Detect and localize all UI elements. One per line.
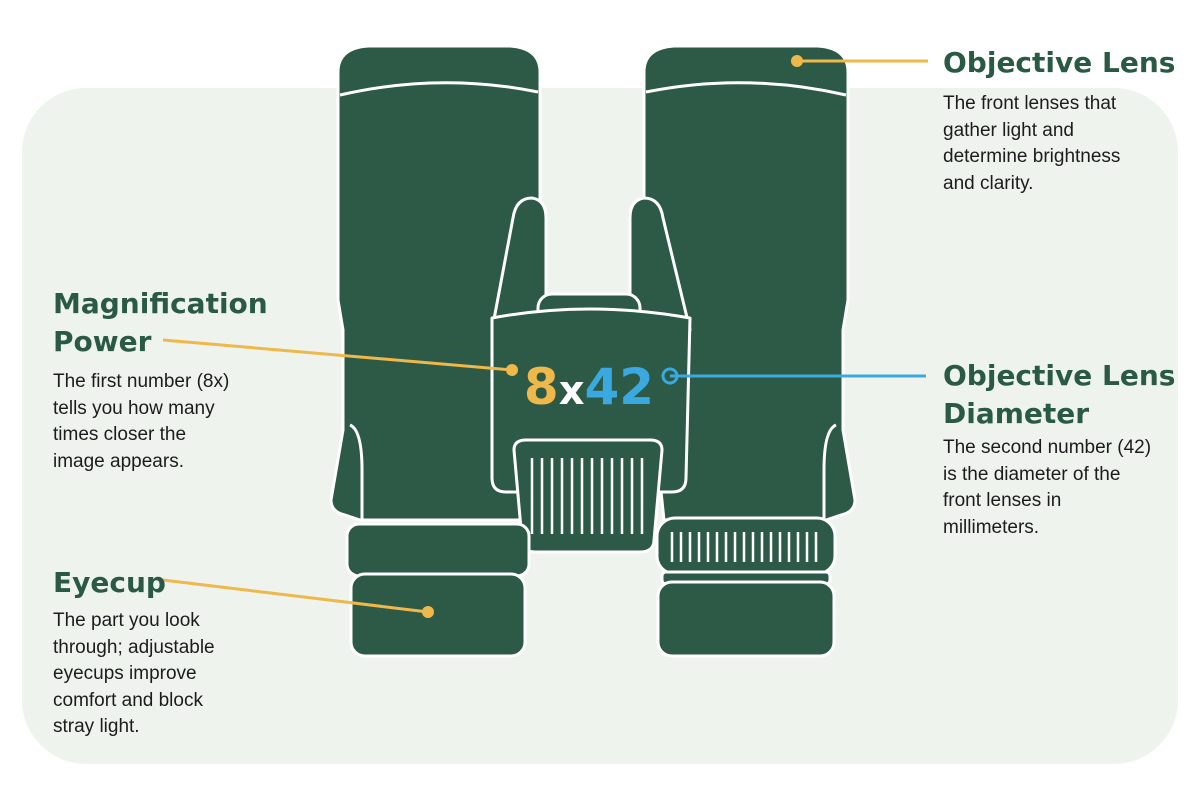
title-line: Eyecup — [53, 566, 166, 599]
description-line: millimeters. — [943, 516, 1040, 538]
magnification-power-title: Magnification Power — [53, 285, 268, 361]
description-line: gather light and — [943, 119, 1074, 141]
description-line: The second number (42) — [943, 437, 1152, 458]
objective-lens-title: Objective Lens — [943, 44, 1175, 82]
magnification-pointer-dot — [506, 364, 518, 376]
eyecup-title: Eyecup — [53, 564, 166, 602]
left-barrel-top-ring — [339, 81, 539, 97]
objective-lens-pointer-dot — [791, 55, 803, 67]
description-line: eyecups improve — [53, 663, 197, 684]
description-line: and clarity. — [943, 172, 1034, 194]
diameter-pointer-dot — [661, 367, 679, 385]
title-line: Power — [53, 325, 152, 358]
lens-diameter-description: The second number (42) is the diameter o… — [943, 435, 1151, 541]
magnification-power-description: The first number (8x) tells you how many… — [53, 369, 229, 475]
left-hinge — [490, 196, 570, 332]
eyecup-description: The part you look through; adjustable ey… — [53, 608, 215, 741]
description-line: The part you look — [53, 610, 200, 631]
description-line: comfort and block — [53, 689, 203, 711]
model-label-diameter: 42 — [585, 358, 655, 416]
left-eyecup — [349, 572, 527, 658]
eyecup-pointer-dot — [422, 606, 434, 618]
diopter-ring — [655, 516, 837, 576]
objective-lens-description: The front lenses that gather light and d… — [943, 91, 1120, 197]
left-barrel-ridge — [349, 423, 364, 520]
title-line: Diameter — [943, 397, 1090, 430]
magnification-pointer — [162, 338, 513, 372]
right-eyecup — [656, 580, 836, 658]
left-eyepiece-ring — [345, 522, 531, 578]
description-line: The first number (8x) — [53, 371, 230, 392]
title-line: Magnification — [53, 287, 268, 320]
binoculars-illustration — [329, 44, 857, 658]
diopter-knurling — [670, 532, 818, 562]
right-barrel-top-ring — [645, 81, 847, 97]
right-barrel — [642, 44, 857, 522]
right-barrel-ridge — [822, 423, 837, 520]
model-label-separator: x — [559, 368, 585, 414]
description-line: determine brightness — [943, 146, 1121, 167]
description-line: image appears. — [53, 450, 184, 472]
description-line: front lenses in — [943, 490, 1062, 511]
title-line: Objective Lens — [943, 46, 1176, 79]
description-line: tells you how many — [53, 397, 215, 419]
description-line: stray light. — [53, 716, 140, 737]
left-barrel — [329, 44, 542, 522]
focus-wheel — [512, 438, 664, 554]
focus-wheel-knurling — [530, 458, 644, 534]
description-line: is the diameter of the — [943, 463, 1121, 485]
description-line: times closer the — [53, 424, 187, 445]
model-label-magnification: 8 — [524, 358, 559, 416]
model-label: 8x42 — [524, 358, 654, 416]
lens-diameter-title: Objective Lens Diameter — [943, 357, 1175, 433]
eyecup-pointer — [162, 578, 429, 614]
description-line: The front lenses that — [943, 93, 1117, 114]
description-line: through; adjustable — [53, 636, 215, 658]
pointer-lines — [162, 55, 928, 618]
title-line: Objective Lens — [943, 359, 1176, 392]
